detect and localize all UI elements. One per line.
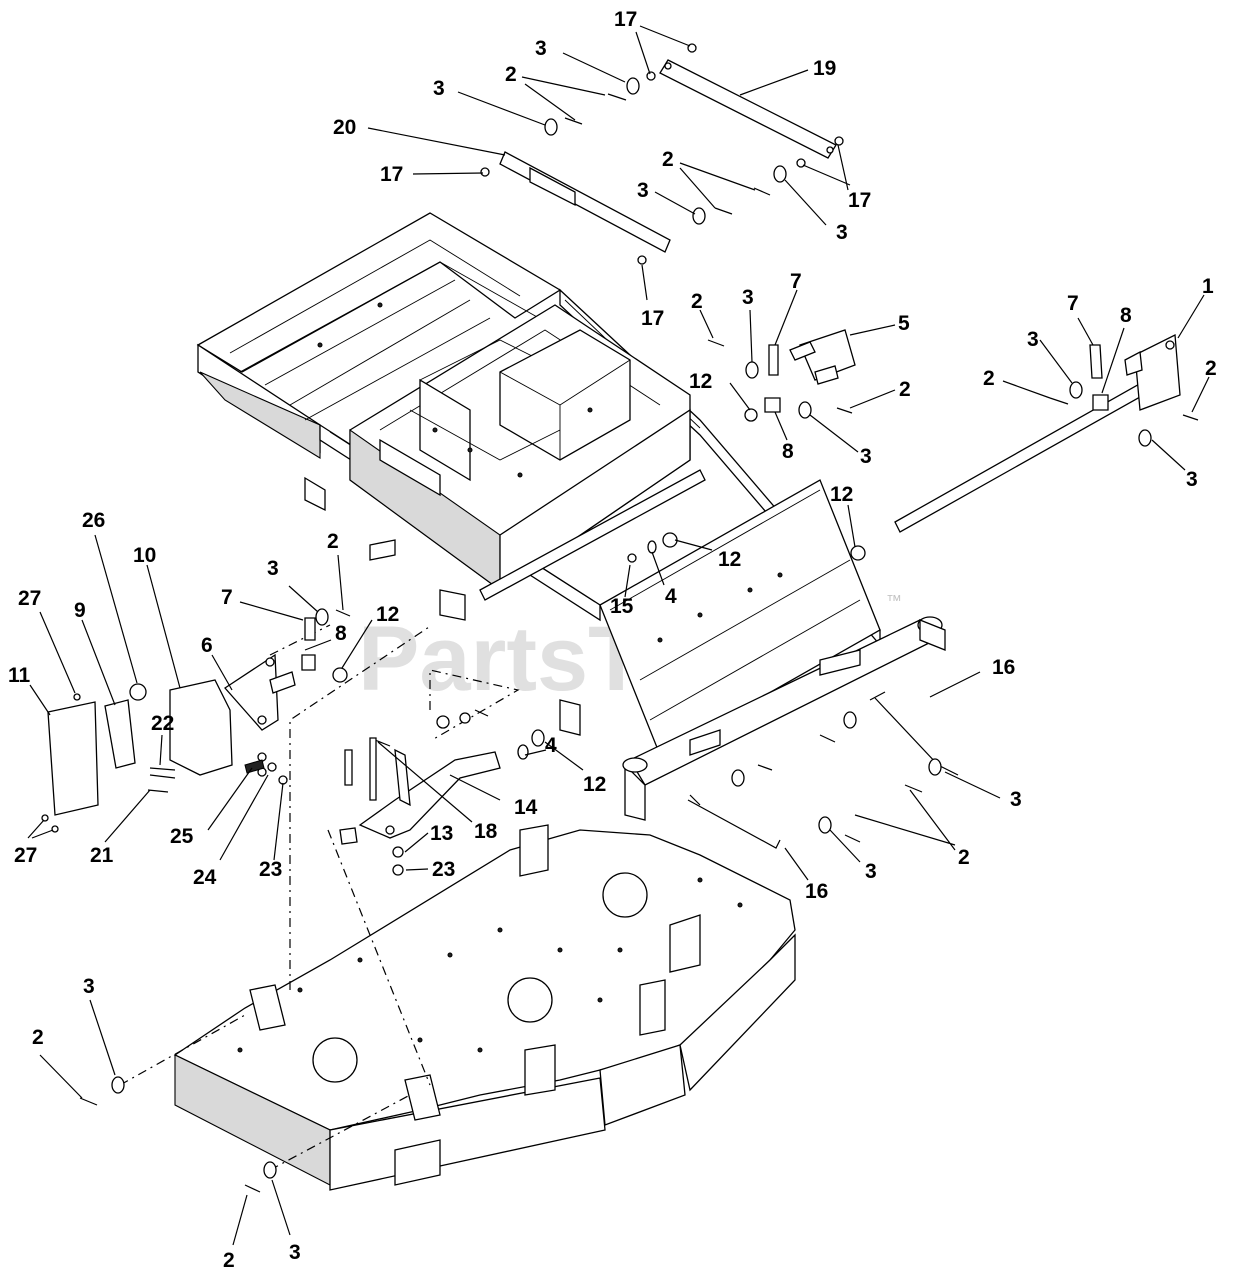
front-lift-shaft-1 bbox=[894, 333, 1181, 533]
callout-3: 3 bbox=[267, 557, 279, 580]
callout-4: 4 bbox=[545, 734, 557, 757]
callout-3: 3 bbox=[1186, 468, 1198, 491]
callout-2: 2 bbox=[32, 1026, 44, 1049]
callout-21: 21 bbox=[90, 844, 114, 867]
callout-8: 8 bbox=[1120, 304, 1132, 327]
alignment-lines bbox=[119, 624, 520, 1171]
callout-23: 23 bbox=[259, 858, 282, 881]
callout-17: 17 bbox=[380, 163, 403, 186]
callout-12: 12 bbox=[718, 548, 741, 571]
callout-23: 23 bbox=[432, 858, 455, 881]
main-frame bbox=[196, 212, 946, 821]
lift-arm-5 bbox=[789, 329, 856, 385]
rear-lift-link-19 bbox=[659, 59, 837, 159]
callout-2: 2 bbox=[691, 290, 703, 313]
callout-3: 3 bbox=[637, 179, 649, 202]
pivot-arm-14 bbox=[358, 748, 501, 839]
callout-24: 24 bbox=[193, 866, 217, 889]
callout-22: 22 bbox=[151, 712, 174, 735]
callout-9: 9 bbox=[74, 599, 86, 622]
mower-deck bbox=[173, 824, 796, 1191]
callout-2: 2 bbox=[327, 530, 339, 553]
callout-3: 3 bbox=[860, 445, 872, 468]
callout-1: 1 bbox=[1202, 275, 1214, 298]
callout-11: 11 bbox=[8, 664, 31, 687]
callout-16: 16 bbox=[805, 880, 828, 903]
callout-3: 3 bbox=[535, 37, 547, 60]
callout-labels: 17 3 2 19 3 20 17 2 3 17 3 17 2 3 7 5 12… bbox=[8, 8, 1217, 1272]
callout-12: 12 bbox=[583, 773, 606, 796]
callout-18: 18 bbox=[474, 820, 498, 843]
callout-2: 2 bbox=[899, 378, 911, 401]
callout-25: 25 bbox=[170, 825, 194, 848]
callout-3: 3 bbox=[865, 860, 877, 883]
watermark-trademark: ™ bbox=[886, 593, 902, 610]
callout-7: 7 bbox=[1067, 292, 1079, 315]
callout-7: 7 bbox=[790, 270, 802, 293]
callout-17: 17 bbox=[614, 8, 637, 31]
callout-13: 13 bbox=[430, 822, 453, 845]
hardware bbox=[41, 43, 1199, 1193]
callout-8: 8 bbox=[782, 440, 794, 463]
callout-16: 16 bbox=[992, 656, 1015, 679]
callout-14: 14 bbox=[514, 796, 538, 819]
callout-3: 3 bbox=[836, 221, 848, 244]
callout-2: 2 bbox=[223, 1249, 235, 1272]
lift-arm-6 bbox=[224, 653, 296, 731]
callout-17: 17 bbox=[641, 307, 664, 330]
callout-3: 3 bbox=[83, 975, 95, 998]
callout-4: 4 bbox=[665, 585, 677, 608]
callout-20: 20 bbox=[333, 116, 356, 139]
callout-17: 17 bbox=[848, 189, 871, 212]
callout-8: 8 bbox=[335, 622, 347, 645]
callout-12: 12 bbox=[830, 483, 853, 506]
callout-3: 3 bbox=[1010, 788, 1022, 811]
leader-lines bbox=[27, 25, 1210, 1246]
callout-2: 2 bbox=[958, 846, 970, 869]
callout-3: 3 bbox=[433, 77, 445, 100]
callout-6: 6 bbox=[201, 634, 213, 657]
callout-3: 3 bbox=[1027, 328, 1039, 351]
callout-12: 12 bbox=[689, 370, 712, 393]
lift-bracket-20 bbox=[499, 151, 671, 253]
callout-12: 12 bbox=[376, 603, 399, 626]
callout-7: 7 bbox=[221, 586, 233, 609]
callout-2: 2 bbox=[1205, 357, 1217, 380]
mount-bracket-10-11 bbox=[47, 679, 233, 816]
callout-27: 27 bbox=[14, 844, 37, 867]
callout-19: 19 bbox=[813, 57, 836, 80]
callout-26: 26 bbox=[82, 509, 105, 532]
callout-2: 2 bbox=[662, 148, 674, 171]
callout-2: 2 bbox=[983, 367, 995, 390]
callout-3: 3 bbox=[289, 1241, 301, 1264]
callout-27: 27 bbox=[18, 587, 41, 610]
callout-2: 2 bbox=[505, 63, 517, 86]
callout-15: 15 bbox=[610, 595, 634, 618]
callout-3: 3 bbox=[742, 286, 754, 309]
callout-5: 5 bbox=[898, 312, 910, 335]
callout-10: 10 bbox=[133, 544, 156, 567]
